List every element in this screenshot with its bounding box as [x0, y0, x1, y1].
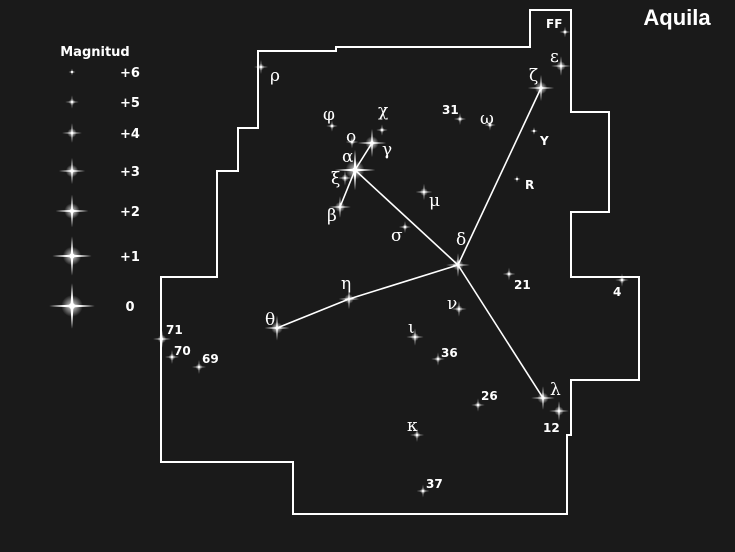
star-label-upsilon: Y: [539, 134, 549, 148]
figure-line-delta-zeta: [457, 87, 542, 266]
star-label-xi: ξ: [331, 169, 340, 189]
legend-star-5: [52, 236, 92, 276]
star-s69: [192, 360, 206, 374]
legend-star-1: [65, 95, 79, 109]
star-label-s71: 71: [166, 323, 183, 337]
legend-label-2: +4: [120, 127, 140, 142]
star-label-epsilon: ε: [550, 47, 559, 67]
star-label-sigma: σ: [391, 226, 403, 246]
legend-title: Magnitud: [60, 45, 130, 60]
star-rho: [254, 60, 268, 74]
star-s4: [615, 273, 629, 287]
star-omega: [484, 119, 496, 131]
star-iota: [406, 328, 424, 346]
star-label-kappa: κ: [407, 416, 418, 436]
star-label-s70: 70: [174, 344, 191, 358]
star-label-FF: FF: [546, 17, 562, 31]
figure-line-alpha-delta: [354, 169, 459, 266]
star-label-eta: η: [341, 274, 351, 294]
star-theta: [264, 315, 290, 341]
legend-label-0: +6: [120, 66, 140, 81]
star-label-delta: δ: [456, 230, 466, 250]
star-label-gamma: γ: [382, 140, 392, 160]
star-kappa: [410, 428, 424, 442]
star-nu: [451, 301, 467, 317]
star-label-beta: β: [327, 206, 337, 226]
figure-line-delta-eta: [348, 264, 459, 300]
legend-label-1: +5: [120, 96, 140, 111]
star-mu: [415, 183, 433, 201]
star-R: [513, 175, 521, 183]
legend-star-0: [68, 68, 76, 76]
figure-line-eta-theta: [276, 298, 350, 329]
star-omicron: [345, 135, 359, 149]
chart-title: Aquila: [643, 5, 711, 30]
legend-star-3: [58, 157, 86, 185]
star-label-s26: 26: [481, 389, 498, 403]
star-s26: [471, 398, 485, 412]
star-s37: [416, 484, 430, 498]
star-label-rho: ρ: [270, 66, 280, 86]
legend-star-6: [49, 283, 95, 329]
star-beta: [329, 196, 351, 218]
star-label-s4: 4: [613, 285, 621, 299]
star-label-s36: 36: [441, 346, 458, 360]
constellation-boundary: [160, 9, 640, 515]
star-label-R: R: [525, 178, 534, 192]
star-chi: [376, 124, 388, 136]
legend-star-2: [62, 123, 82, 143]
star-s70: [165, 350, 179, 364]
star-alpha: [334, 149, 376, 191]
star-label-chi: χ: [378, 101, 388, 121]
star-label-s69: 69: [202, 352, 219, 366]
star-gamma: [357, 128, 387, 158]
star-phi: [326, 120, 338, 132]
star-label-s31: 31: [442, 103, 459, 117]
star-label-phi: φ: [323, 105, 335, 125]
star-label-zeta: ζ: [529, 66, 538, 86]
legend-label-6: 0: [125, 300, 134, 315]
legend-star-4: [55, 194, 89, 228]
star-label-s37: 37: [426, 477, 443, 491]
star-s31: [453, 112, 467, 126]
star-label-lambda: λ: [550, 380, 561, 400]
legend-label-4: +2: [120, 205, 140, 220]
figure-line-delta-lambda: [457, 264, 544, 399]
star-s12: [549, 401, 569, 421]
star-label-omega: ω: [480, 109, 494, 129]
star-label-alpha: α: [342, 147, 354, 167]
star-sigma: [398, 220, 412, 234]
star-delta: [446, 253, 470, 277]
star-s21: [502, 267, 516, 281]
star-label-theta: θ: [265, 310, 275, 330]
star-FF: [559, 26, 571, 38]
star-label-s12: 12: [543, 421, 560, 435]
star-label-nu: ν: [447, 294, 457, 314]
star-s36: [431, 352, 445, 366]
star-label-omicron: ο: [346, 127, 356, 147]
star-zeta: [527, 74, 555, 102]
star-label-iota: ι: [408, 318, 415, 338]
legend-label-3: +3: [120, 165, 140, 180]
star-epsilon: [551, 56, 571, 76]
magnitude-legend: Magnitud +6 +5 +4 +3 +2 +1 0: [49, 45, 140, 329]
star-xi: [337, 170, 353, 186]
star-label-mu: μ: [429, 191, 440, 211]
legend-label-5: +1: [120, 250, 140, 265]
star-upsilon: [530, 127, 538, 135]
star-label-s21: 21: [514, 278, 531, 292]
star-s71: [153, 330, 171, 348]
star-lambda: [531, 386, 555, 410]
star-eta: [338, 288, 360, 310]
star-layer: α β γ δ ζ η θ λ ε ρ φο χ ξ μ σ ν ι κ ωY R FF 31 21 4 71 70 69 36 26 1…: [153, 17, 629, 498]
